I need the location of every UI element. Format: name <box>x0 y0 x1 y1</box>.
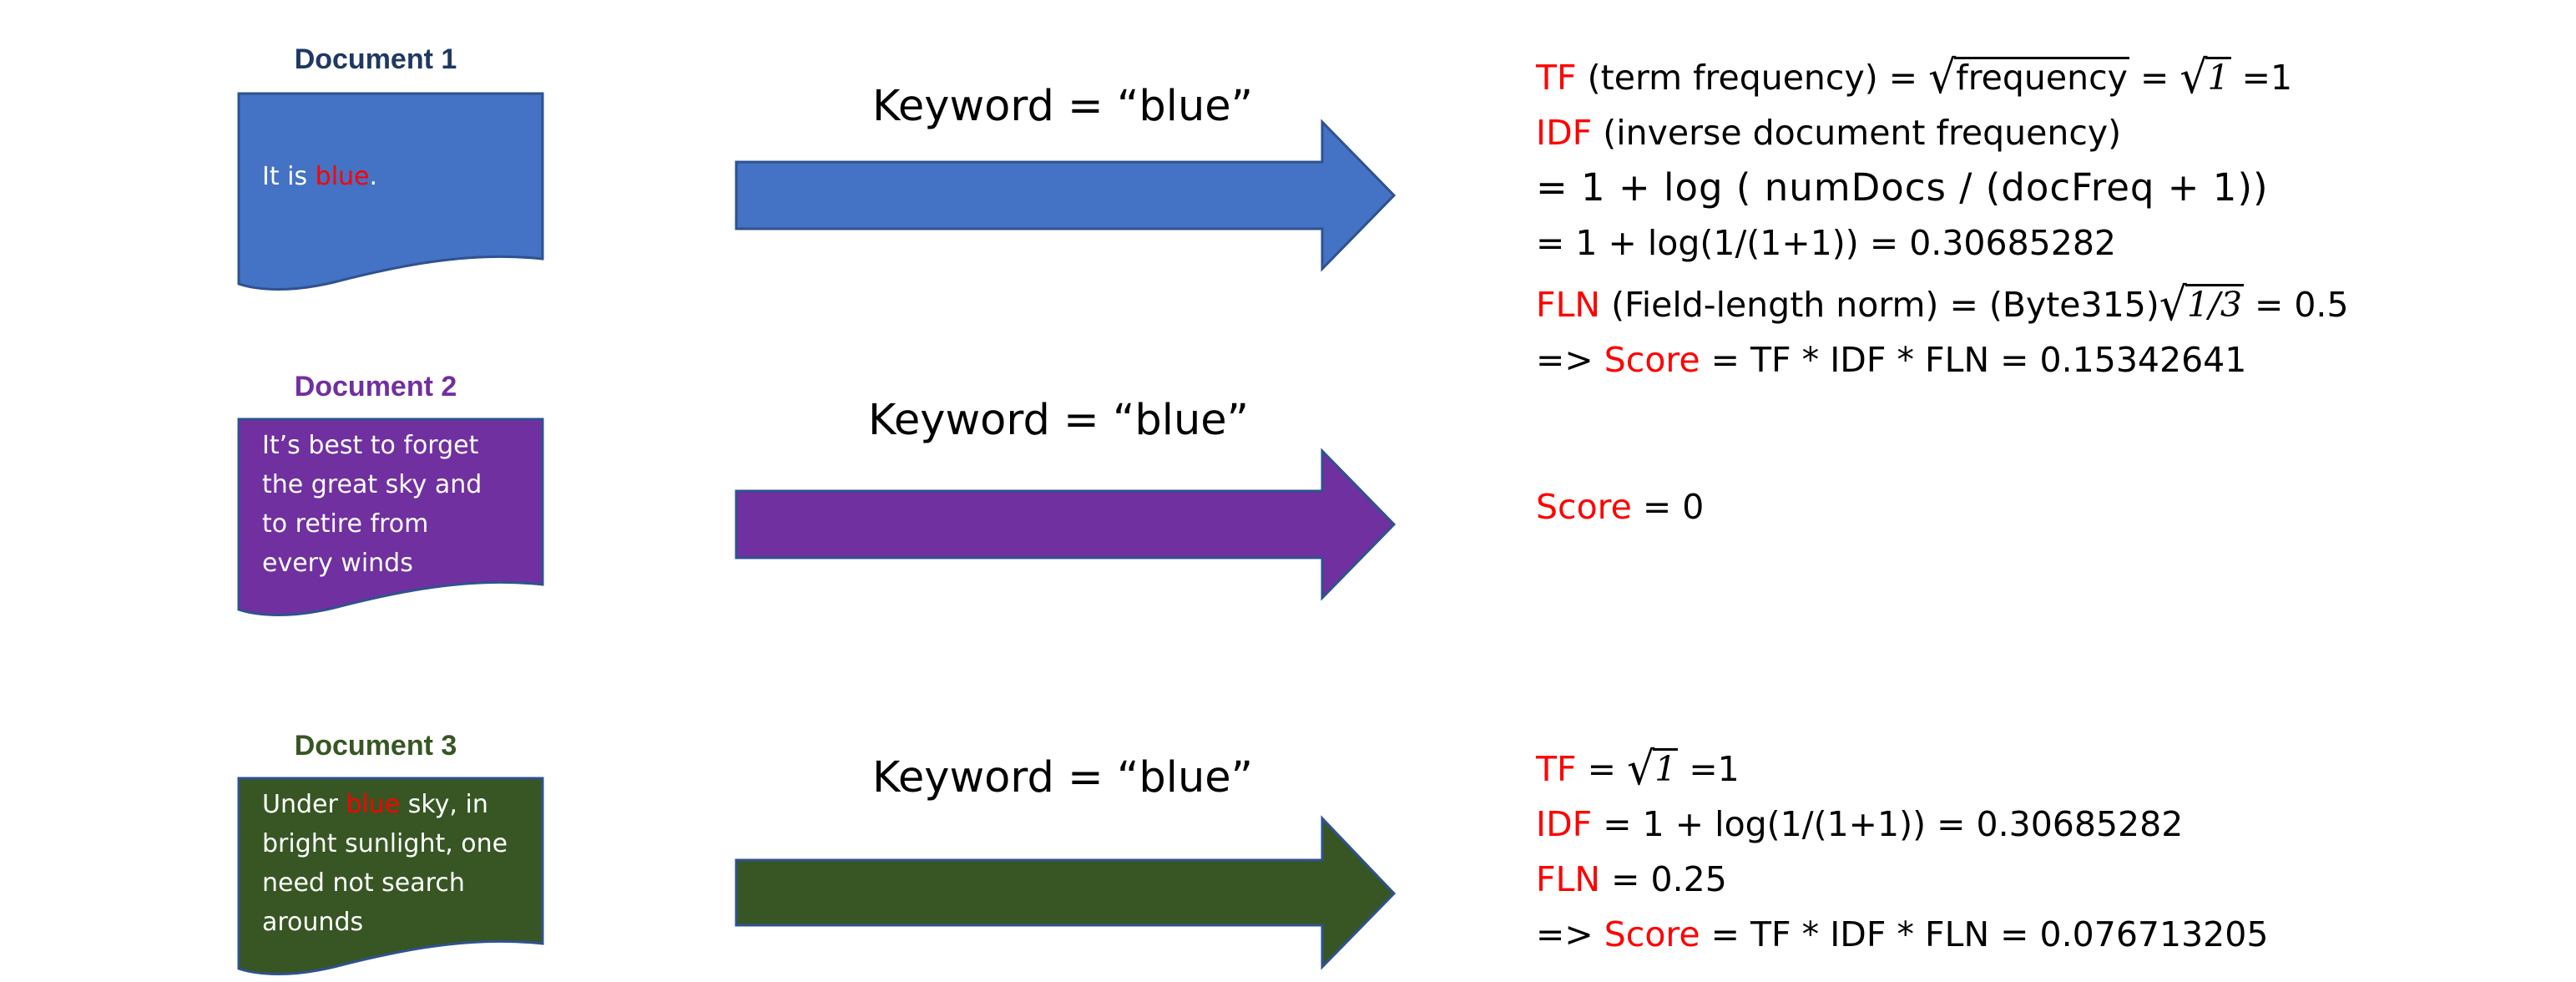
fln-line-3: FLN = 0.25 <box>1536 859 1727 899</box>
document-2-title: Document 2 <box>294 371 457 402</box>
keyword-label-1: Keyword = “blue” <box>872 82 1254 131</box>
arrow-3 <box>735 815 1397 970</box>
document-3-text: Under blue sky, in bright sunlight, one … <box>262 790 508 937</box>
tf-line-3: TF = √1 =1 <box>1536 742 1740 796</box>
fln-line: FLN (Field-length norm) = (Byte315)√1/3 … <box>1536 278 2349 332</box>
idf-value-line: = 1 + log(1/(1+1)) = 0.30685282 <box>1536 223 2117 263</box>
keyword-label-2: Keyword = “blue” <box>868 396 1250 445</box>
idf-line: IDF (inverse document frequency) <box>1536 113 2122 153</box>
keyword-label-3: Keyword = “blue” <box>872 753 1254 802</box>
document-3-title: Document 3 <box>294 730 457 762</box>
idf-line-3: IDF = 1 + log(1/(1+1)) = 0.30685282 <box>1536 804 2184 844</box>
result-3-formulas: TF = √1 =1 IDF = 1 + log(1/(1+1)) = 0.30… <box>1536 742 2268 962</box>
tf-line: TF (term frequency) = √frequency = √1 =1 <box>1536 51 2293 104</box>
score-line-3: => Score = TF * IDF * FLN = 0.076713205 <box>1536 914 2269 954</box>
score-line: => Score = TF * IDF * FLN = 0.15342641 <box>1536 340 2247 380</box>
arrow-2 <box>735 448 1397 601</box>
result-2-score: Score = 0 <box>1536 487 1705 527</box>
result-1-formulas: TF (term frequency) = √frequency = √1 =1… <box>1536 50 2349 387</box>
document-2-text: It’s best to forget the great sky and to… <box>262 431 482 578</box>
idf-formula-line: = 1 + log ( numDocs / (docFreq + 1)) <box>1536 165 2269 210</box>
arrow-1 <box>735 119 1397 272</box>
document-1-title: Document 1 <box>294 43 457 75</box>
document-1-text: It is blue. <box>262 162 378 191</box>
